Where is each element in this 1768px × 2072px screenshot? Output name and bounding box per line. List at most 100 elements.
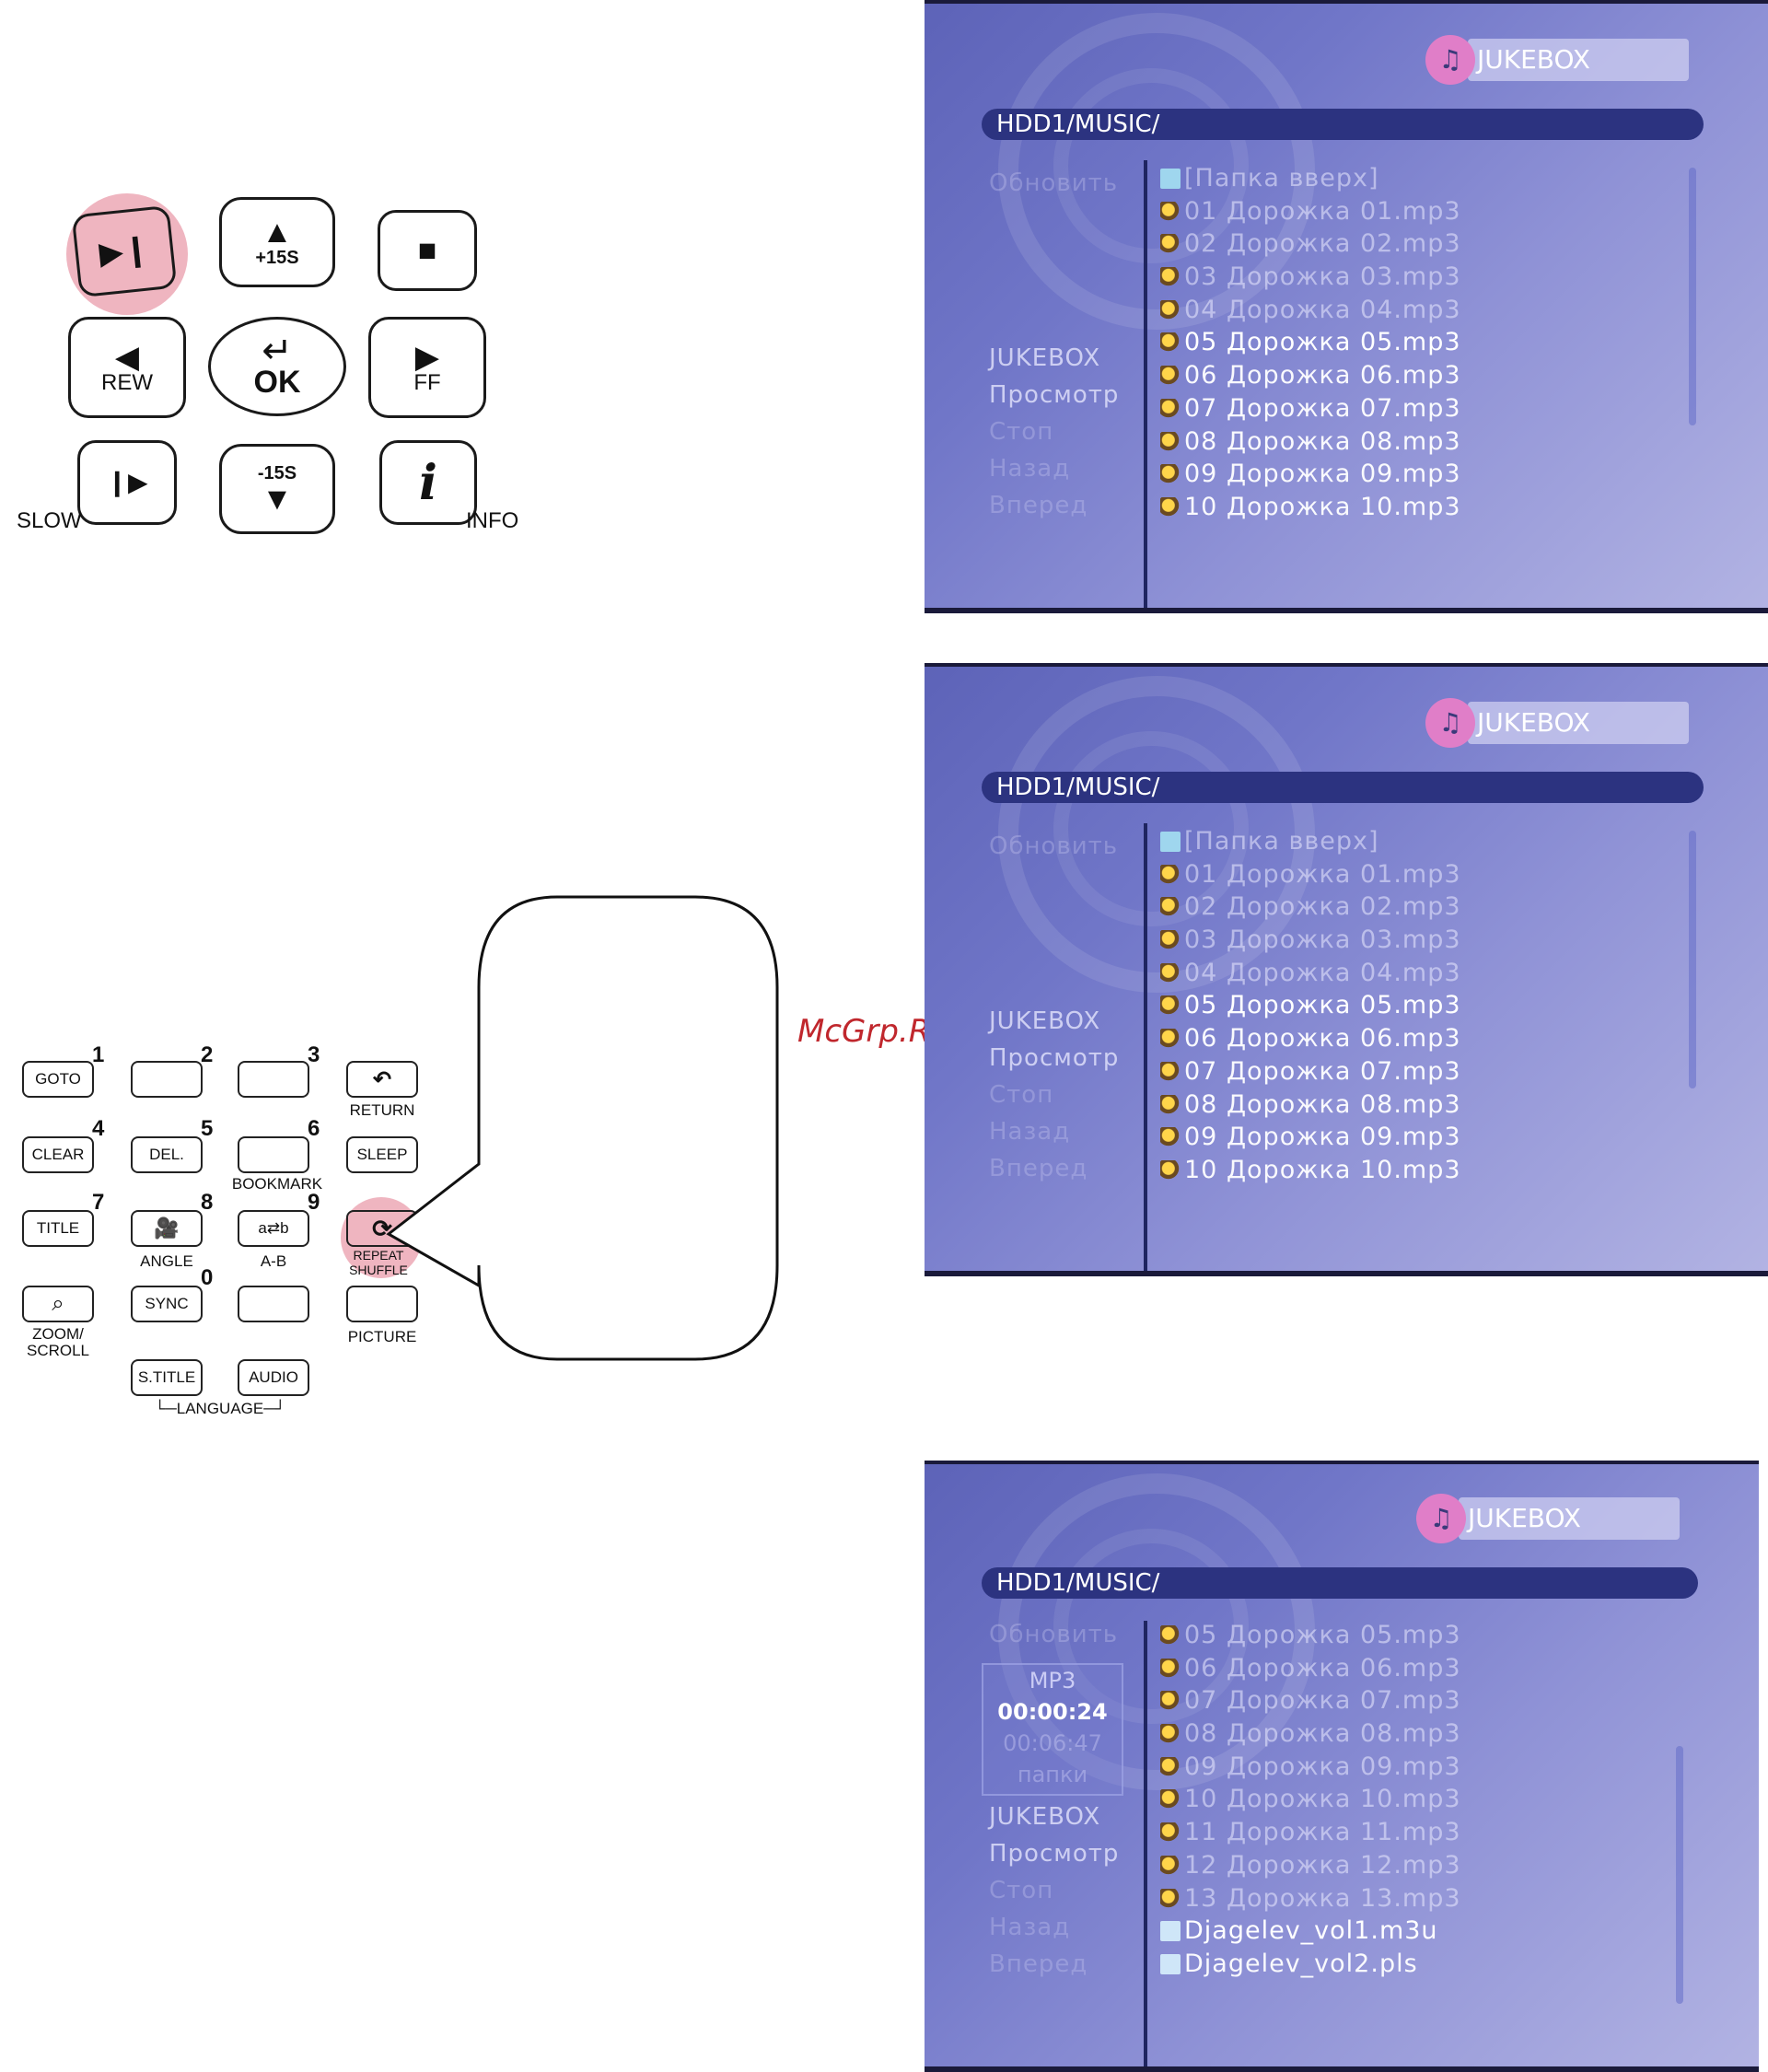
info-label: INFO	[466, 508, 519, 533]
list-item[interactable]: 04 Дорожка 04.mp3	[1160, 957, 1461, 990]
list-item[interactable]: 07 Дорожка 07.mp3	[1160, 392, 1461, 425]
music-file-icon	[1160, 398, 1181, 419]
music-file-icon	[1160, 496, 1181, 518]
list-item[interactable]: 02 Дорожка 02.mp3	[1160, 227, 1461, 261]
list-item[interactable]: [Папка вверх]	[1160, 162, 1461, 195]
list-item[interactable]: Djagelev_vol2.pls	[1160, 1948, 1461, 1981]
menu-refresh[interactable]: Обновить	[989, 1621, 1119, 1648]
list-item-selected[interactable]: 05 Дорожка 05.mp3	[1160, 326, 1461, 359]
rew-button[interactable]: ◀ REW	[68, 317, 186, 418]
menu-stop[interactable]: Стоп	[989, 1877, 1054, 1904]
scrollbar[interactable]	[1676, 1746, 1683, 2004]
list-item[interactable]: 12 Дорожка 12.mp3	[1160, 1849, 1461, 1882]
list-item[interactable]: 08 Дорожка 08.mp3	[1160, 1717, 1461, 1751]
menu-jukebox[interactable]: JUKEBOX	[989, 1007, 1101, 1035]
ab-button[interactable]: a⇄b	[238, 1210, 309, 1247]
bookmark-button[interactable]	[238, 1136, 309, 1173]
bookmark-label: BOOKMARK	[231, 1175, 323, 1193]
plus15-button[interactable]: ▲ +15S	[219, 197, 335, 287]
list-item-selected[interactable]: 05 Дорожка 05.mp3	[1160, 989, 1461, 1022]
list-item[interactable]: 04 Дорожка 04.mp3	[1160, 294, 1461, 327]
clear-button[interactable]: CLEAR	[22, 1136, 94, 1173]
stitle-button[interactable]: S.TITLE	[131, 1359, 203, 1396]
music-file-icon	[1160, 1094, 1181, 1115]
title-button[interactable]: TITLE	[22, 1210, 94, 1247]
elapsed-time: 00:00:24	[997, 1699, 1108, 1725]
shuffle-label: SHUFFLE	[349, 1263, 408, 1277]
list-item[interactable]: 07 Дорожка 07.mp3	[1160, 1684, 1461, 1717]
list-item[interactable]: 02 Дорожка 02.mp3	[1160, 890, 1461, 924]
slow-button[interactable]: ❙▶	[77, 440, 177, 525]
music-file-icon	[1160, 962, 1181, 984]
list-item[interactable]: 10 Дорожка 10.mp3	[1160, 1783, 1461, 1816]
list-item[interactable]: 11 Дорожка 11.mp3	[1160, 1816, 1461, 1849]
music-file-icon	[1160, 1855, 1181, 1876]
return-button[interactable]: ↶	[346, 1061, 418, 1098]
picture-button[interactable]	[346, 1286, 418, 1322]
path-bar: HDD1/MUSIC/	[982, 109, 1704, 140]
menu-forward[interactable]: Вперед	[989, 1155, 1088, 1182]
list-item[interactable]: 05 Дорожка 05.mp3	[1160, 1619, 1461, 1652]
list-item[interactable]: 10 Дорожка 10.mp3	[1160, 491, 1461, 524]
menu-back[interactable]: Назад	[989, 1118, 1071, 1146]
list-item[interactable]: [Папка вверх]	[1160, 825, 1461, 858]
music-file-icon	[1160, 464, 1181, 485]
slow-label: SLOW	[17, 508, 82, 533]
menu-back[interactable]: Назад	[989, 1914, 1071, 1941]
sync-button[interactable]: SYNC	[131, 1286, 203, 1322]
menu-view[interactable]: Просмотр	[989, 381, 1120, 409]
scrollbar[interactable]	[1689, 831, 1696, 1088]
menu-jukebox[interactable]: JUKEBOX	[989, 1803, 1101, 1831]
list-item[interactable]: 01 Дорожка 01.mp3	[1160, 195, 1461, 228]
menu-stop[interactable]: Стоп	[989, 418, 1054, 446]
play-pause-button[interactable]: ▶❙	[71, 204, 178, 298]
scrollbar[interactable]	[1689, 168, 1696, 425]
list-item[interactable]: 06 Дорожка 06.mp3	[1160, 1652, 1461, 1685]
list-item[interactable]: 06 Дорожка 06.mp3	[1160, 1022, 1461, 1055]
list-item[interactable]: 03 Дорожка 03.mp3	[1160, 924, 1461, 957]
ff-button[interactable]: ▶ FF	[368, 317, 486, 418]
list-item[interactable]: 09 Дорожка 09.mp3	[1160, 458, 1461, 491]
menu-refresh[interactable]: Обновить	[989, 832, 1119, 860]
list-item-selected[interactable]: Djagelev_vol1.m3u	[1160, 1915, 1461, 1948]
music-file-icon	[1160, 995, 1181, 1017]
menu-view[interactable]: Просмотр	[989, 1840, 1120, 1868]
menu-view[interactable]: Просмотр	[989, 1044, 1120, 1072]
list-item[interactable]: 08 Дорожка 08.mp3	[1160, 1088, 1461, 1122]
minus15-button[interactable]: -15S ▼	[219, 444, 335, 534]
blank-button[interactable]	[238, 1286, 309, 1322]
list-item[interactable]: 10 Дорожка 10.mp3	[1160, 1154, 1461, 1187]
audio-button[interactable]: AUDIO	[238, 1359, 309, 1396]
menu-jukebox[interactable]: JUKEBOX	[989, 344, 1101, 372]
slow-icon: ❙▶	[106, 468, 148, 496]
info-button[interactable]: i	[379, 440, 477, 525]
menu-back[interactable]: Назад	[989, 455, 1071, 483]
list-item[interactable]: 07 Дорожка 07.mp3	[1160, 1055, 1461, 1088]
list-item[interactable]: 09 Дорожка 09.mp3	[1160, 1751, 1461, 1784]
menu-forward[interactable]: Вперед	[989, 1950, 1088, 1978]
list-item[interactable]: 06 Дорожка 06.mp3	[1160, 359, 1461, 392]
key-3-button[interactable]	[238, 1061, 309, 1098]
menu-refresh[interactable]: Обновить	[989, 169, 1119, 197]
angle-button[interactable]: 🎥	[131, 1210, 203, 1247]
zoom-button[interactable]: ⌕	[22, 1286, 94, 1322]
key-2-button[interactable]	[131, 1061, 203, 1098]
digit-7: 7	[92, 1190, 105, 1215]
menu-forward[interactable]: Вперед	[989, 492, 1088, 519]
music-file-icon	[1160, 1625, 1181, 1646]
list-item[interactable]: 01 Дорожка 01.mp3	[1160, 858, 1461, 891]
rew-label: REW	[101, 370, 153, 395]
music-file-icon	[1160, 930, 1181, 951]
sleep-button[interactable]: SLEEP	[346, 1136, 418, 1173]
goto-button[interactable]: GOTO	[22, 1061, 94, 1098]
list-item[interactable]: 13 Дорожка 13.mp3	[1160, 1882, 1461, 1915]
ok-button[interactable]: ↵ OK	[208, 317, 346, 416]
list-item[interactable]: 08 Дорожка 08.mp3	[1160, 425, 1461, 459]
return-icon: ↶	[372, 1066, 392, 1092]
list-item[interactable]: 03 Дорожка 03.mp3	[1160, 261, 1461, 294]
menu-stop[interactable]: Стоп	[989, 1081, 1054, 1109]
stop-button[interactable]: ■	[378, 210, 477, 291]
del-button[interactable]: DEL.	[131, 1136, 203, 1173]
file-list: 05 Дорожка 05.mp3 06 Дорожка 06.mp3 07 Д…	[1160, 1619, 1461, 1981]
list-item[interactable]: 09 Дорожка 09.mp3	[1160, 1121, 1461, 1154]
